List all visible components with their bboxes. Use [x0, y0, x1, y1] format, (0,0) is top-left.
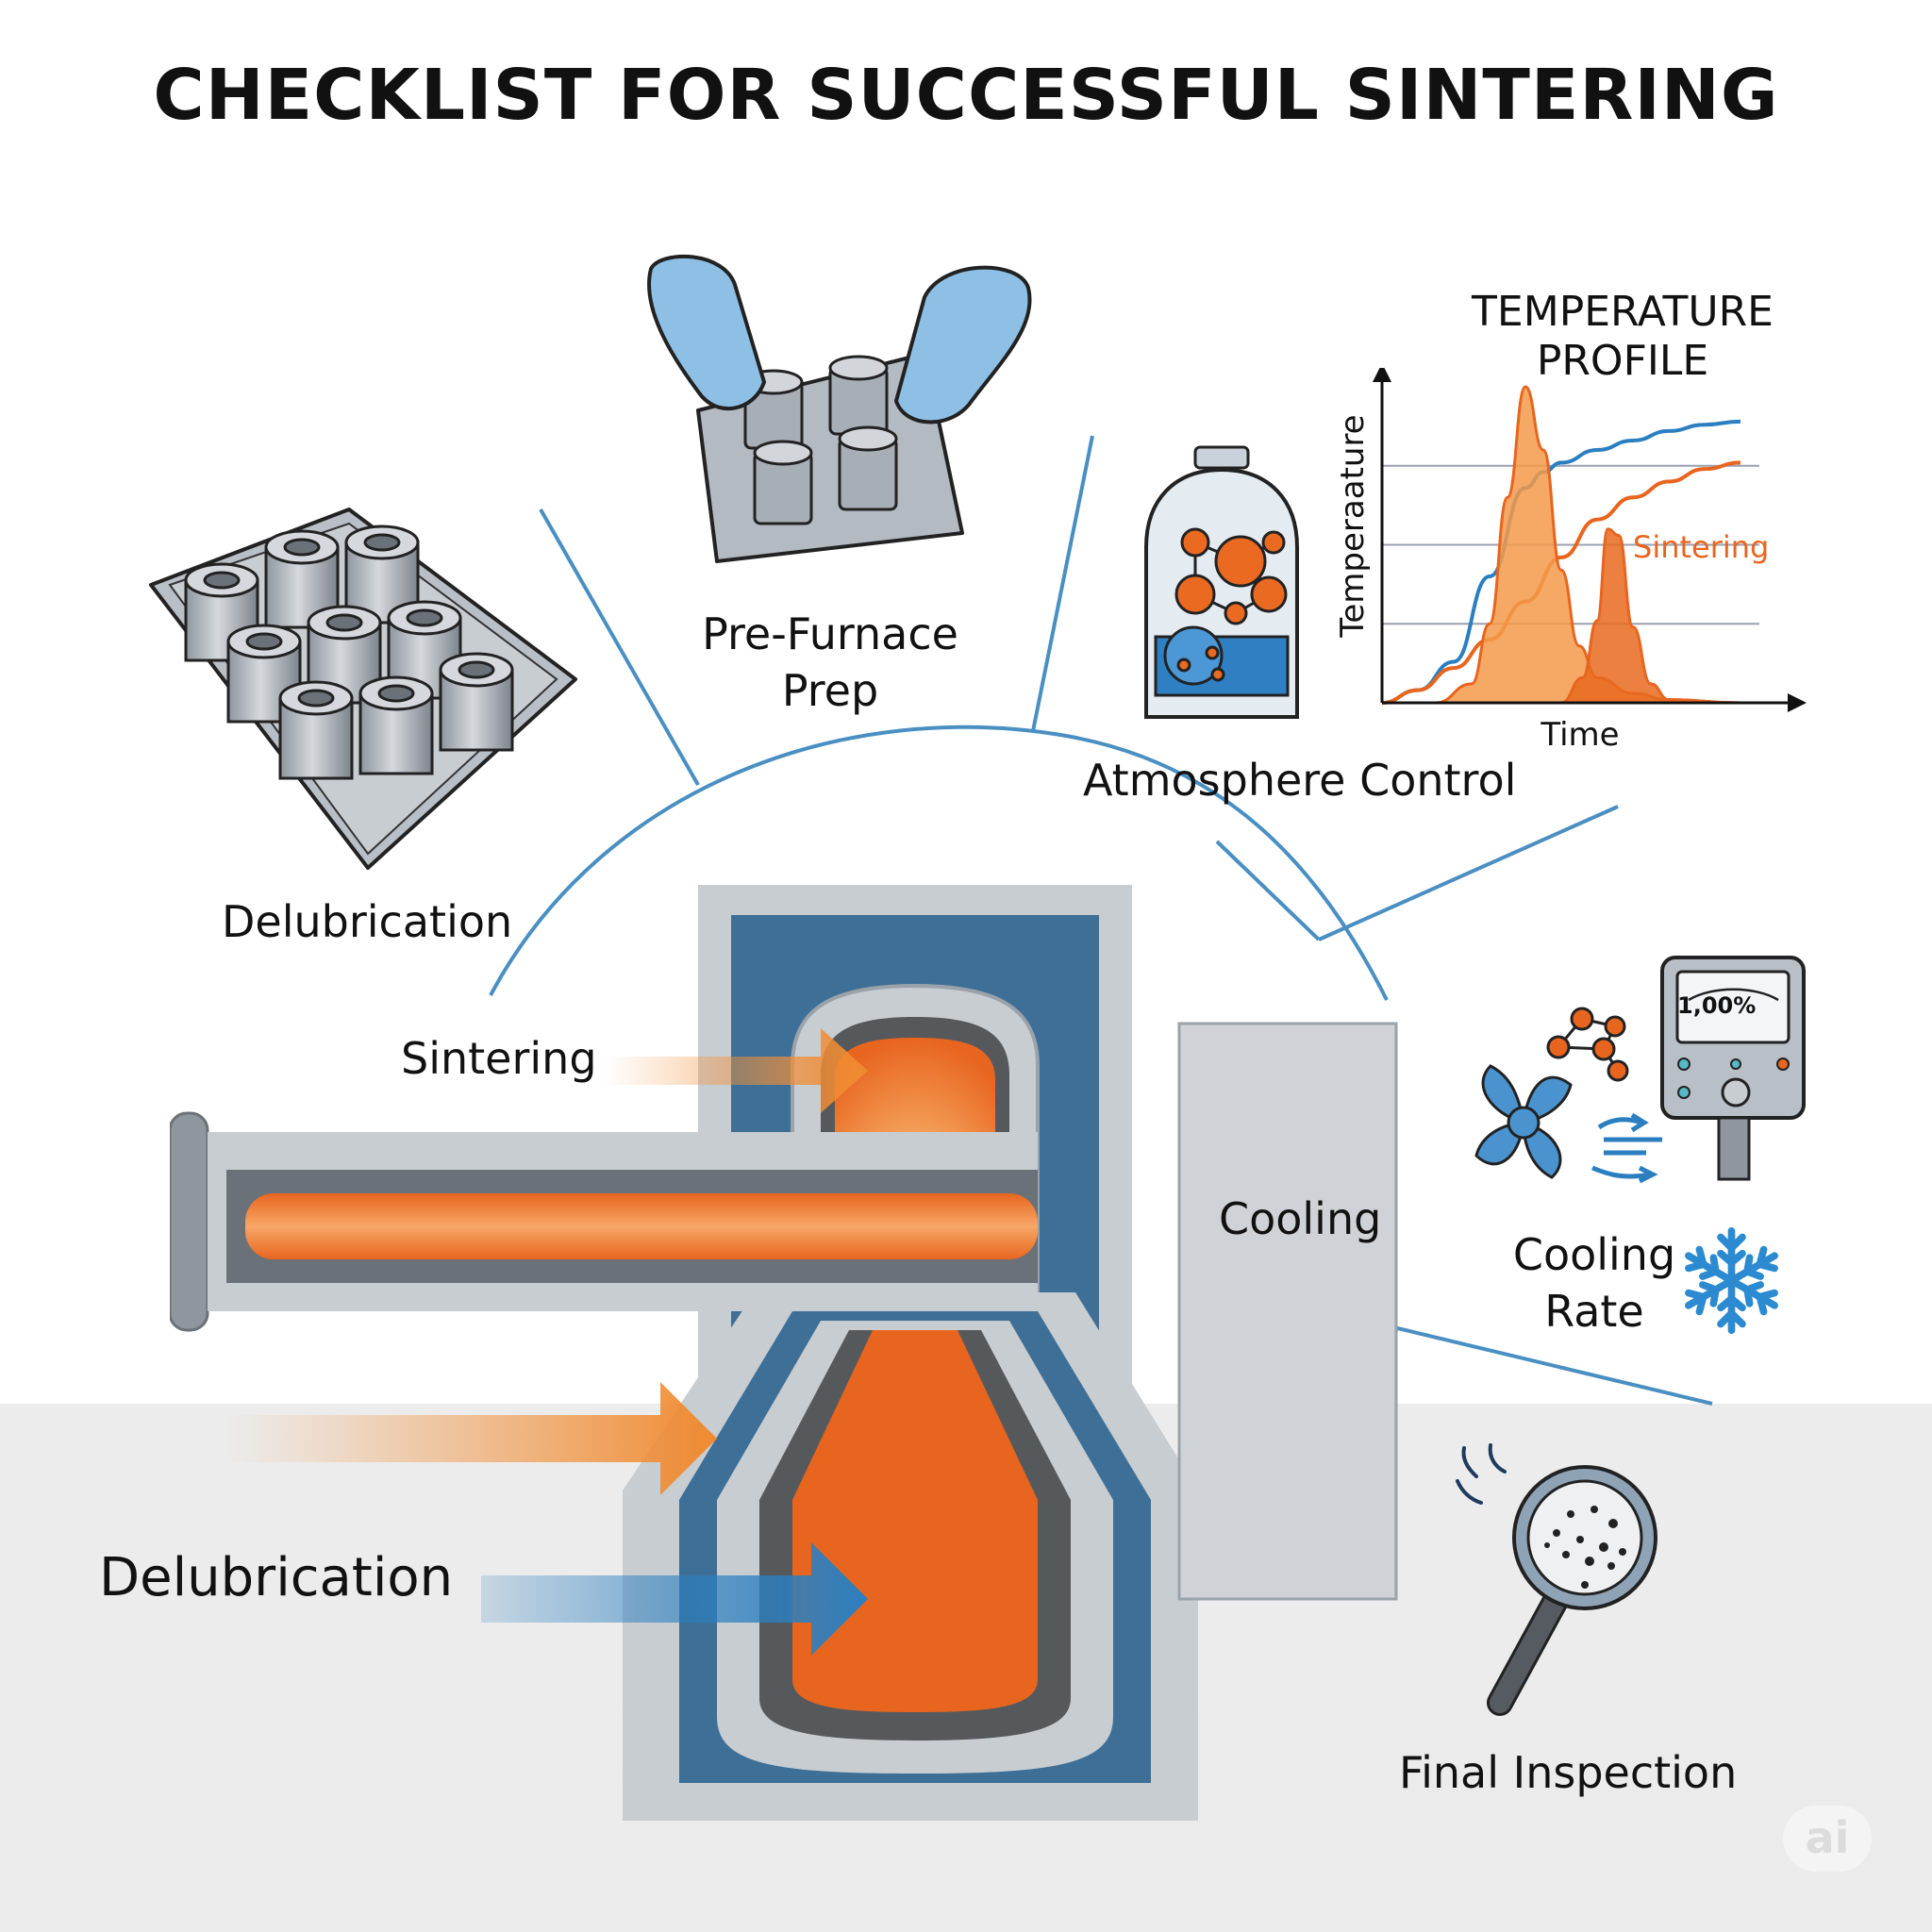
chart-xlabel: Time — [1540, 716, 1619, 754]
step-delubrication-label: Delubrication — [222, 896, 513, 947]
gauge-reading: 1,00% — [1677, 992, 1757, 1019]
connector-cooling-rate — [1357, 1317, 1713, 1406]
sintered-part-icon — [358, 675, 434, 775]
furnace-cross-section — [170, 885, 1398, 1821]
chart-title-line1: TEMPERATURE — [1472, 288, 1774, 336]
pre-furnace-line1: Pre-Furnace — [702, 608, 958, 659]
furnace-sintering-label: Sintering — [401, 1033, 597, 1084]
step-cooling-rate-label: Cooling Rate — [1500, 1226, 1689, 1340]
step-final-inspection-label: Final Inspection — [1399, 1747, 1738, 1798]
x-axis-arrow-icon — [1788, 693, 1807, 712]
step-atmosphere-control-label: Atmosphere Control — [1083, 755, 1517, 806]
chart-title: TEMPERATURE PROFILE — [1424, 288, 1821, 386]
y-axis-arrow-icon — [1373, 368, 1391, 382]
furnace-cooling-label: Cooling — [1219, 1193, 1382, 1244]
cooling-rate-line2: Rate — [1544, 1286, 1644, 1337]
furnace-delubrication-label: Delubrication — [99, 1547, 454, 1608]
chart-title-line2: PROFILE — [1536, 337, 1709, 385]
tray-with-parts-icon — [149, 508, 577, 870]
connector-temperature — [1318, 805, 1619, 941]
pre-furnace-line2: Prep — [781, 665, 879, 716]
central-arc — [489, 724, 1389, 1001]
chart-series-small-peak — [1560, 527, 1741, 705]
chart-ylabel: Temperaature — [1334, 414, 1372, 638]
ai-watermark-badge: ai — [1783, 1806, 1872, 1872]
atmosphere-jar-icon — [1144, 445, 1299, 719]
fan-and-gauge-icon — [1474, 956, 1806, 1184]
sintered-part-icon — [226, 624, 302, 724]
chart-series-orange-curve — [1381, 460, 1741, 705]
connector-delubrication — [539, 508, 700, 786]
step-pre-furnace-prep-label: Pre-Furnace Prep — [679, 606, 981, 719]
sintered-part-icon — [439, 652, 514, 752]
gloved-hands-tray-icon — [647, 254, 1032, 563]
cooling-rate-line1: Cooling — [1512, 1229, 1676, 1280]
chart-annotation-sintering: Sintering — [1633, 529, 1769, 565]
sintered-part-icon — [278, 680, 354, 780]
connector-atmosphere — [1215, 840, 1321, 941]
page-title: CHECKLIST FOR SUCCESSFUL SINTERING — [153, 55, 1779, 136]
connector-prep — [1031, 435, 1094, 732]
snowflake-icon — [1677, 1226, 1786, 1340]
magnifying-glass-icon — [1456, 1443, 1657, 1716]
